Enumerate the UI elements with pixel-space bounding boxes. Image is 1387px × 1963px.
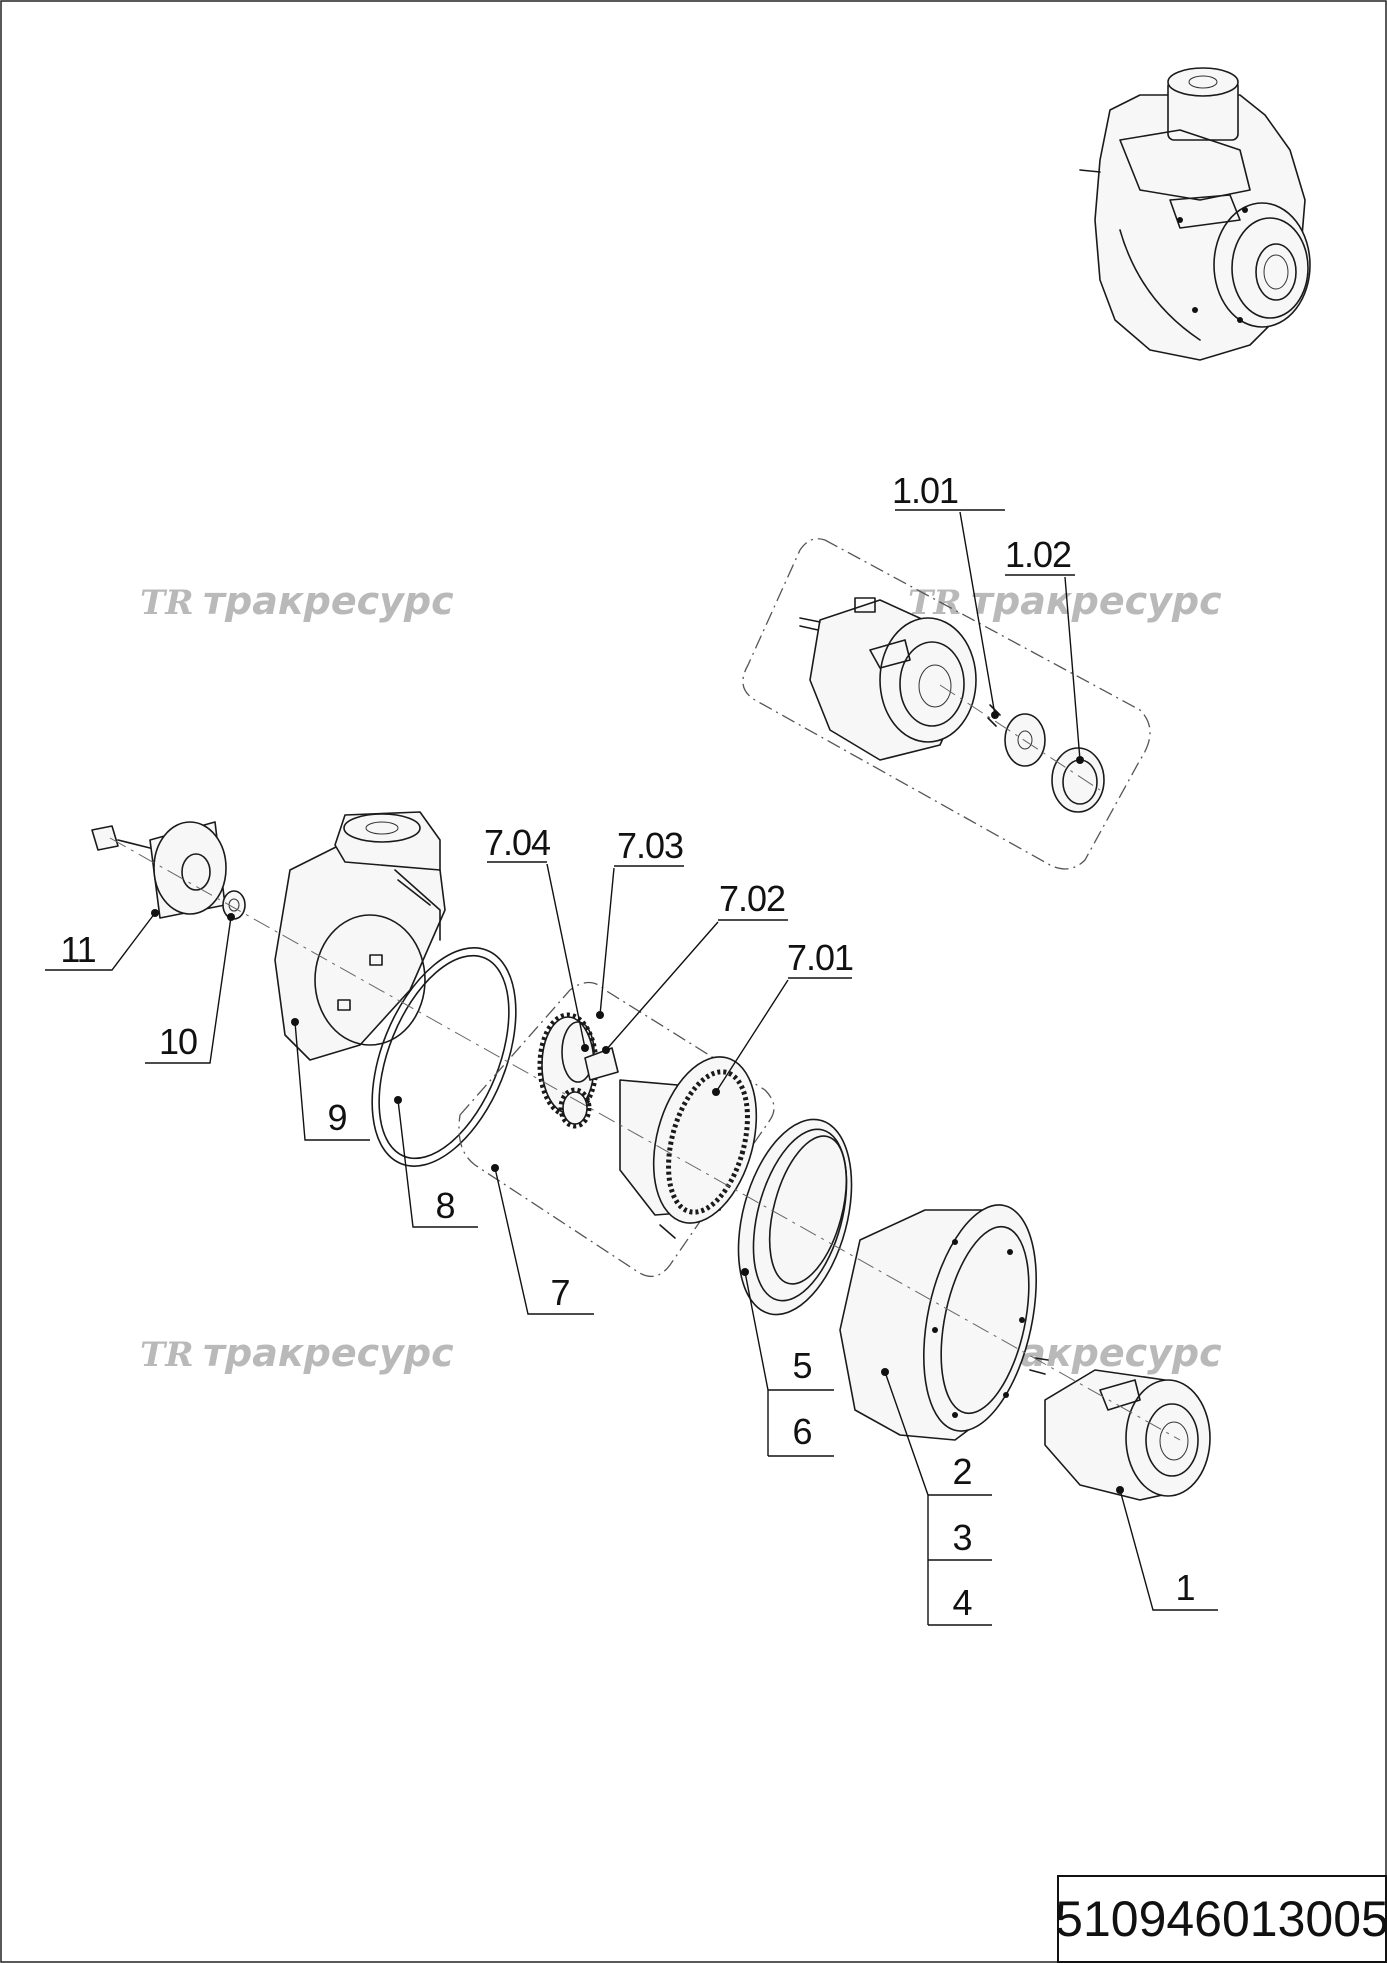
callout-5-6: 5 6: [741, 1268, 834, 1457]
part-8: [371, 947, 517, 1167]
svg-text:9: 9: [327, 1097, 346, 1138]
group-7-boundary: [458, 981, 775, 1277]
part-11: [91, 821, 227, 919]
part-1: [1029, 1357, 1211, 1501]
planetary-group: [458, 981, 775, 1277]
part-9: [274, 811, 446, 1061]
callout-9: 9: [291, 1018, 370, 1141]
watermark-text: тракресурс: [203, 1331, 454, 1375]
callout-2-3-4: 2 3 4: [881, 1368, 992, 1626]
part-1-02: [1051, 747, 1105, 813]
callout-7: 7: [491, 1164, 594, 1315]
svg-text:4: 4: [952, 1582, 971, 1623]
part-2-3-4: [839, 1204, 1038, 1441]
watermark-logo: TR: [140, 583, 194, 623]
watermark-text: тракресурс: [203, 579, 454, 623]
motor-assembly-detail-group: [742, 538, 1151, 870]
watermark-logo: TR: [140, 1335, 194, 1375]
callout-7-03: 7.03: [596, 825, 684, 1019]
assembly-axis: [109, 837, 1181, 1441]
svg-text:7.01: 7.01: [787, 937, 853, 978]
part-10: [222, 890, 246, 920]
svg-text:3: 3: [952, 1517, 971, 1558]
svg-text:1.01: 1.01: [892, 470, 958, 511]
callout-1-01: 1.01: [892, 470, 1005, 719]
callout-7-01: 7.01: [712, 937, 854, 1096]
callout-7-04: 7.04: [484, 822, 589, 1052]
callout-1-02: 1.02: [1005, 534, 1084, 764]
svg-text:7.04: 7.04: [484, 822, 550, 863]
watermark-bottom-left: TR тракресурс: [140, 1331, 454, 1375]
svg-text:11: 11: [60, 929, 95, 970]
assembled-view: [1079, 67, 1311, 361]
detail-boundary: [742, 538, 1151, 870]
callout-1: 1: [1116, 1486, 1218, 1611]
callout-8: 8: [394, 1096, 478, 1228]
svg-text:1.02: 1.02: [1005, 534, 1071, 575]
svg-text:8: 8: [435, 1185, 454, 1226]
callout-11: 11: [45, 909, 159, 971]
watermark-top-left: TR тракресурс: [140, 579, 454, 623]
svg-text:7.02: 7.02: [719, 878, 785, 919]
svg-text:5: 5: [792, 1345, 811, 1386]
part-1-01: [1004, 713, 1046, 767]
svg-text:10: 10: [159, 1021, 197, 1062]
callout-7-02: 7.02: [602, 878, 788, 1054]
svg-text:7: 7: [550, 1272, 569, 1313]
svg-text:6: 6: [792, 1411, 811, 1452]
part-5-6: [737, 1118, 853, 1316]
watermark-text: тракресурс: [971, 579, 1222, 623]
svg-text:7.03: 7.03: [617, 825, 683, 866]
drawing-number: 510946013005: [1055, 1891, 1387, 1947]
drawing-number-box: 510946013005: [1055, 1875, 1387, 1963]
svg-text:1: 1: [1175, 1567, 1194, 1608]
svg-text:2: 2: [952, 1451, 971, 1492]
callout-10: 10: [145, 913, 235, 1064]
